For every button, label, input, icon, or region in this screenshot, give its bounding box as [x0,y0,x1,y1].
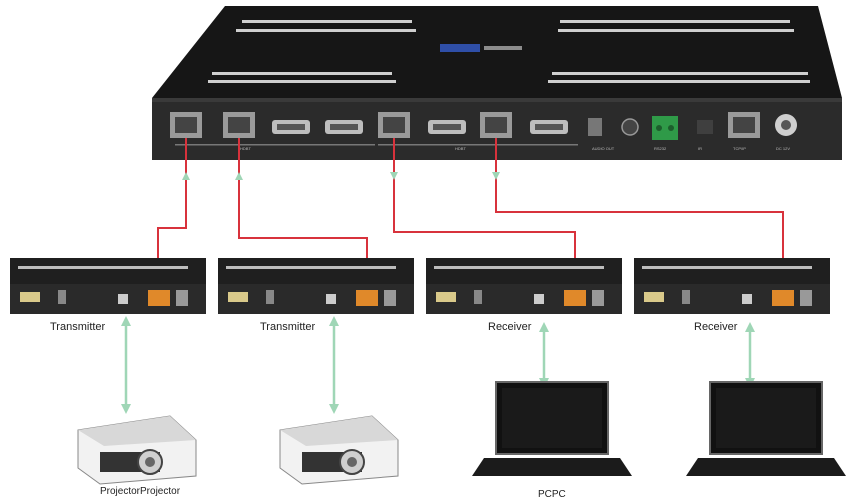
signal-arrows [121,316,755,414]
projector-1 [77,415,197,485]
port-label-hdbt-2: HDBT [455,146,466,151]
port-label-strip: HDBT HDBT AUDIO OUT RS232 IR TCP/IP DC 1… [175,144,790,151]
laptop-2 [686,381,846,476]
port-label-dc: DC 12V [776,146,790,151]
receiver-device-2 [634,258,830,314]
projector-2 [279,415,399,485]
cable-arrows [182,172,500,180]
transmitter-device-1 [10,258,206,314]
hdbt-port-3 [378,112,410,138]
hdmi-port-3 [428,120,466,134]
main-unit: HDBT HDBT AUDIO OUT RS232 IR TCP/IP DC 1… [152,6,842,160]
device-label-2: Transmitter [260,321,316,333]
tcpip-port [728,112,760,138]
transmitter-device-2 [218,258,414,314]
port-label-rs232: RS232 [654,146,667,151]
pcs-label: PCPC [538,489,566,500]
brand-logo [440,44,522,52]
hdbt-port-2 [223,112,255,138]
audio-out-port [588,118,639,136]
hdmi-port-4 [530,120,568,134]
device-label-4: Receiver [694,321,738,333]
ir-port [697,120,713,134]
main-unit-top [152,6,842,98]
projectors-label: ProjectorProjector [100,486,181,497]
dc-power-port [775,114,797,136]
port-label-tcpip: TCP/IP [733,146,746,151]
receiver-device-1 [426,258,622,314]
hdbt-port-1 [170,112,202,138]
device-label-1: Transmitter [50,321,106,333]
rs232-terminal [652,116,678,140]
port-label-ir: IR [698,146,702,151]
hdmi-port-2 [325,120,363,134]
hdmi-port-1 [272,120,310,134]
port-label-audio: AUDIO OUT [592,146,615,151]
laptop-1 [472,381,632,476]
main-unit-vents-top [208,20,810,83]
device-label-3: Receiver [488,321,532,333]
port-label-hdbt-1: HDBT [240,146,251,151]
extender-devices [10,258,830,314]
hdbt-port-4 [480,112,512,138]
